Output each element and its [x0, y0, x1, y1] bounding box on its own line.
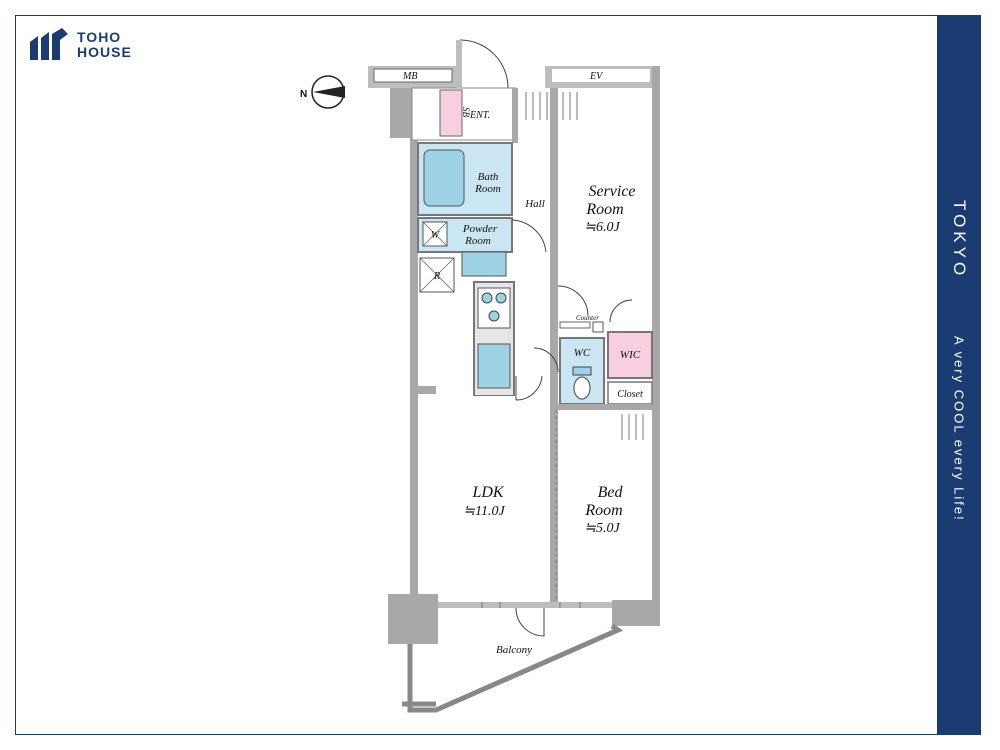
entrance-label: ENT.: [469, 110, 490, 121]
left-wall-top: [390, 88, 412, 138]
bottom-left-column: [388, 594, 438, 644]
counter-shelf: [559, 321, 591, 329]
w-label: W: [431, 230, 441, 241]
ldk-label: LDK: [471, 484, 504, 501]
wic-door-swing: [609, 299, 633, 323]
bed-label-1: Bed: [598, 484, 624, 501]
bed-label-2: Room: [584, 502, 622, 519]
left-wall: [410, 138, 418, 598]
ldk-door-swing: [515, 375, 543, 401]
toilet-tank-icon: [572, 366, 592, 376]
service-room: [558, 88, 652, 308]
wc-label: WC: [574, 347, 591, 359]
bath-label-2: Room: [474, 183, 501, 195]
window-wall: [438, 602, 612, 608]
shoe-box: [439, 89, 463, 137]
bed-step-marks: [621, 414, 644, 440]
counter-label: Counter: [576, 314, 599, 322]
burner-icon: [488, 310, 500, 322]
washer-cross-icon: [422, 221, 448, 247]
logo-line-1: TOHO: [77, 29, 122, 45]
hall-step-marks: [525, 92, 548, 120]
balcony-railing: [407, 623, 624, 713]
hall-wall-top: [512, 88, 518, 143]
service-size: ≒6.0J: [584, 220, 620, 235]
powder-door-swing: [511, 219, 547, 253]
ldk-room: [418, 396, 550, 598]
r-label: R: [433, 271, 440, 282]
wc-door-swing: [533, 347, 559, 373]
sink-icon: [477, 343, 511, 389]
mb-box: [373, 68, 453, 83]
compass-arrow-icon: [313, 86, 345, 98]
walk-in-closet: [607, 331, 653, 379]
burner-icon: [495, 292, 507, 304]
bathtub-icon: [423, 149, 465, 207]
compass: N: [300, 75, 345, 109]
toho-house-logo-icon: [30, 28, 68, 60]
hall-service-wall: [550, 88, 558, 608]
entrance-door-swing: [459, 39, 509, 89]
powder-label-1: Powder: [462, 223, 498, 235]
sb-label: SB: [461, 107, 471, 118]
ldk-size: ≒11.0J: [463, 504, 505, 519]
bath-label-1: Bath: [478, 171, 499, 183]
right-wall: [652, 66, 660, 626]
mb-label: MB: [402, 71, 417, 82]
ev-label: EV: [589, 71, 604, 82]
service-door-swing: [557, 285, 589, 317]
wic-label: WIC: [620, 349, 641, 361]
hall-label: Hall: [524, 198, 545, 210]
entrance-door-jamb: [456, 40, 462, 88]
balcony-door-swing: [515, 607, 545, 637]
toilet-bowl-icon: [573, 376, 591, 400]
service-step-marks: [562, 92, 578, 120]
window-marks: [481, 602, 581, 608]
washbasin-icon: [461, 251, 507, 277]
bed-size: ≒5.0J: [584, 521, 620, 536]
fridge-cross-icon: [419, 257, 455, 293]
entrance-area: [411, 87, 517, 141]
logo-line-2: HOUSE: [77, 44, 132, 60]
compass-label: N: [300, 89, 307, 100]
powder-label-2: Room: [464, 235, 491, 247]
logo-text: TOHO HOUSE: [77, 30, 132, 60]
stove-box: [477, 287, 511, 329]
ev-box: [552, 69, 650, 82]
left-wall-stub: [418, 386, 436, 394]
bed-room: [558, 410, 652, 600]
bedroom-top-wall: [558, 404, 652, 410]
counter-box: [592, 321, 604, 333]
closet-label: Closet: [617, 389, 643, 400]
balcony-label: Balcony: [496, 644, 532, 656]
sidebar: [937, 15, 981, 735]
service-label-1: Service: [588, 183, 635, 200]
service-label-2: Room: [585, 201, 623, 218]
burner-icon: [481, 292, 493, 304]
